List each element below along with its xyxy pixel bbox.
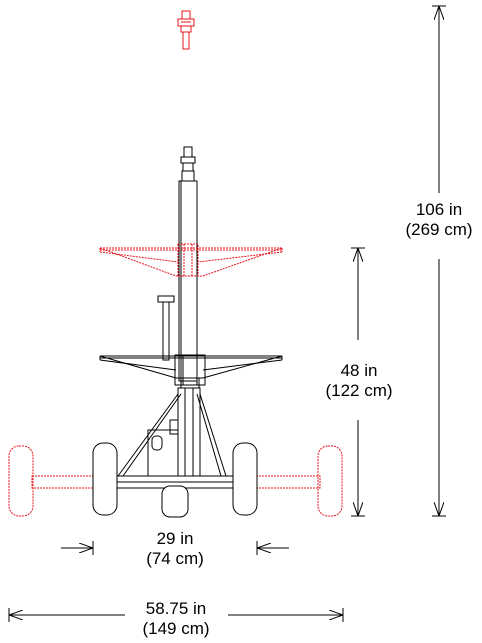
inner-width-imperial: 29 in	[156, 529, 194, 548]
platform-height-label: 48 in (122 cm)	[314, 361, 404, 401]
platform-height-imperial: 48 in	[340, 361, 378, 380]
mast	[178, 146, 198, 382]
outer-width-imperial: 58.75 in	[145, 599, 207, 618]
inner-width-metric: (74 cm)	[146, 549, 204, 568]
top-fitting-optional	[177, 10, 195, 50]
total-height-dimension	[432, 5, 446, 517]
platform-height-dimension	[351, 247, 365, 517]
lower-platform	[99, 354, 283, 389]
upper-platform-optional	[99, 243, 283, 277]
wheels	[92, 442, 258, 518]
total-height-imperial: 106 in	[415, 200, 463, 219]
total-height-metric: (269 cm)	[405, 220, 473, 239]
inner-width-label: 29 in (74 cm)	[130, 529, 220, 569]
outer-width-metric: (149 cm)	[142, 619, 210, 638]
outer-width-label: 58.75 in (149 cm)	[126, 599, 226, 639]
inner-width-dimension	[61, 541, 289, 555]
total-height-label: 106 in (269 cm)	[396, 200, 482, 240]
platform-height-metric: (122 cm)	[325, 381, 393, 400]
outer-width-dimension	[8, 608, 344, 622]
side-handle	[157, 295, 175, 361]
